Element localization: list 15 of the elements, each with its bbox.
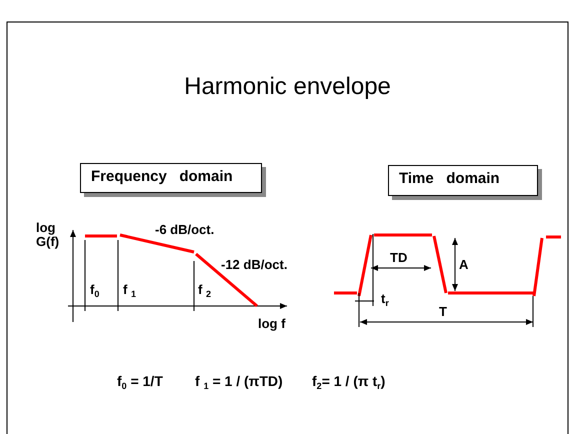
axis-label: log f	[258, 317, 286, 332]
formula: f $_{1}$ = 1 / (πTD)	[195, 374, 283, 392]
frequency-label: f $_{2}$	[198, 283, 211, 300]
dimension-label: A	[459, 258, 468, 272]
frequency-label: f$_{0}$	[90, 283, 100, 300]
slope-label: -12 dB/oct.	[221, 258, 288, 272]
slide-title: Harmonic envelope	[183, 74, 392, 100]
frequency-label: f $_{1}$	[123, 283, 136, 300]
dimension-label: T	[439, 305, 447, 320]
dimension-label: TD	[390, 251, 408, 266]
formula: f$_{0}$ = 1/T	[117, 374, 163, 392]
dimension-label: t$_{r}$	[381, 292, 389, 309]
formula: f$_{2}$= 1 / (π t$_{r}$)	[312, 374, 386, 392]
axis-label: log G(f)	[36, 221, 60, 250]
slope-label: -6 dB/oct.	[155, 223, 214, 238]
